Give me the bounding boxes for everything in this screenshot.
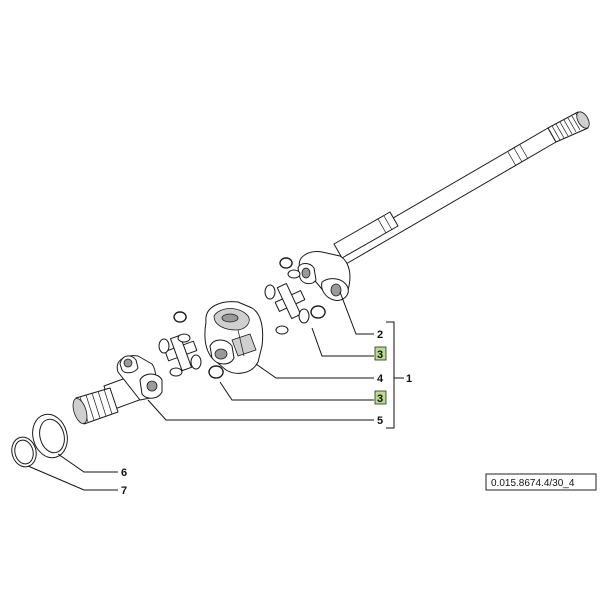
label-3-lower: 3 [377, 393, 383, 405]
label-5: 5 [377, 415, 383, 427]
reference-code-box: 0.015.8674.4/30_4 [485, 473, 597, 491]
center-double-yoke [204, 301, 264, 374]
label-3-upper: 3 [377, 349, 383, 361]
retaining-ring [11, 436, 37, 468]
label-1: 1 [406, 373, 412, 385]
label-4: 4 [377, 373, 384, 385]
snap-ring-right [310, 305, 326, 319]
label-3-upper-highlight [374, 346, 387, 361]
shaft-yoke [297, 251, 351, 301]
label-2: 2 [377, 329, 383, 341]
label-3-lower-highlight [374, 390, 387, 405]
callout-labels: 2 3 4 1 3 5 6 7 [121, 329, 412, 497]
axle-shaft [333, 111, 590, 265]
upper-cross-spider [264, 269, 310, 335]
snap-ring-lower [208, 365, 224, 379]
reference-code: 0.015.8674.4/30_4 [491, 478, 575, 489]
snap-ring-center [173, 311, 187, 323]
lower-cross-spider [158, 333, 202, 377]
stub-shaft [72, 355, 163, 425]
leader-lines [27, 291, 404, 491]
label-6: 6 [121, 467, 127, 479]
label-7: 7 [121, 485, 127, 497]
snap-ring-upper [279, 257, 293, 269]
seal-ring [32, 413, 68, 459]
